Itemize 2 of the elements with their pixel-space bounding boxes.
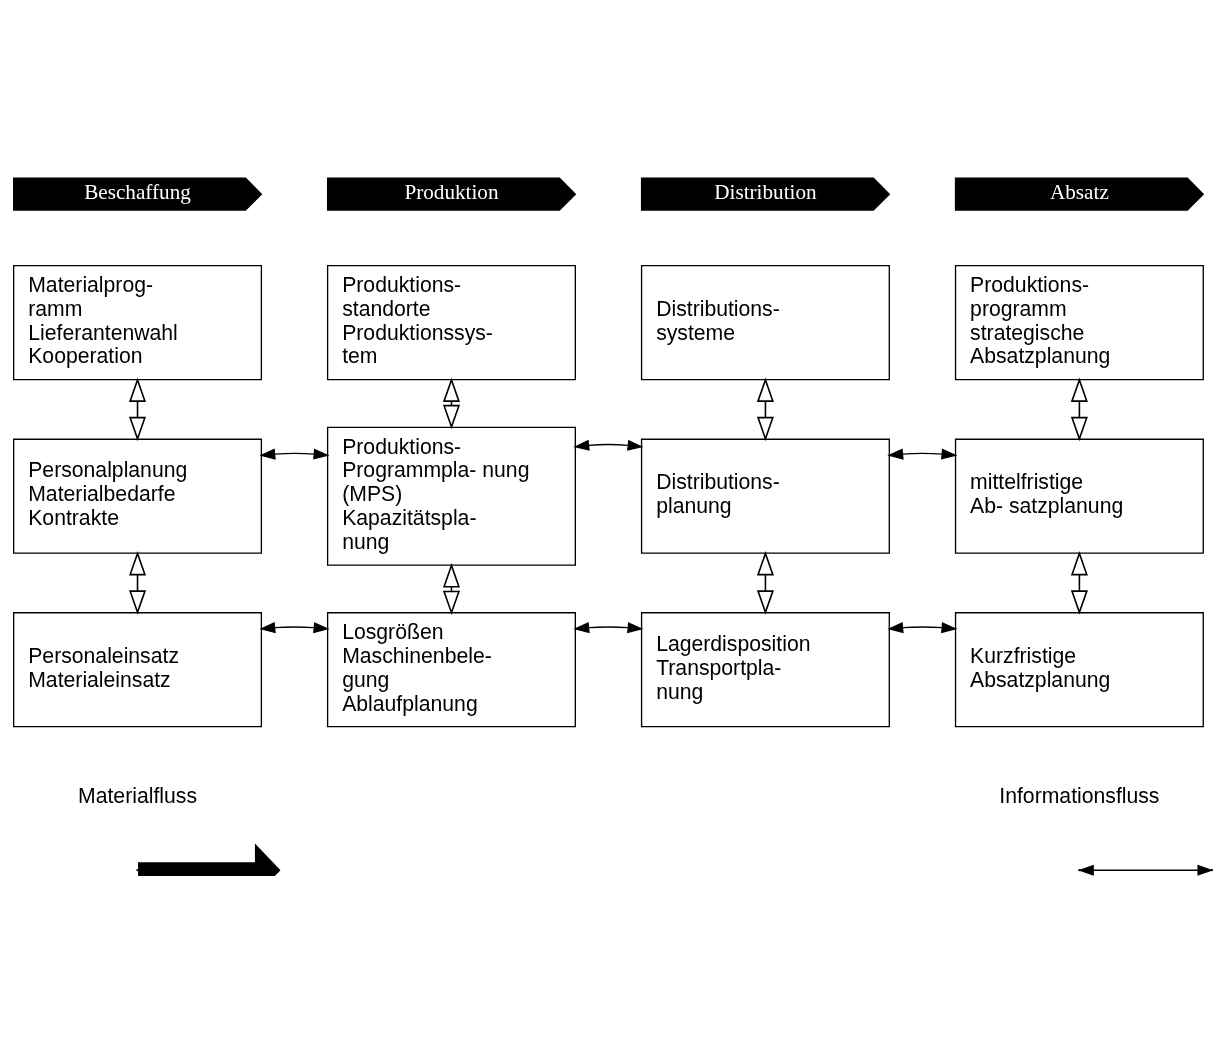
legend-label: Informationsfluss (999, 783, 1160, 807)
legend-label: Materialfluss (78, 783, 197, 807)
